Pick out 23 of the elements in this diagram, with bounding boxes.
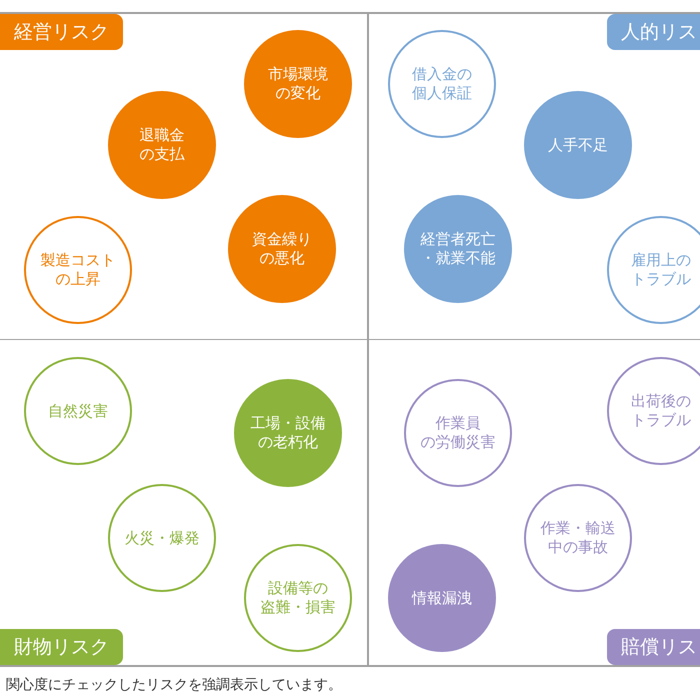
quadrant-panel — [0, 12, 369, 340]
risk-circle: 市場環境の変化 — [244, 30, 352, 138]
category-tab: 財物リスク — [0, 629, 123, 665]
caption: 関心度にチェックしたリスクを強調表示しています。 — [6, 676, 342, 694]
risk-circle: 設備等の盗難・損害 — [244, 544, 352, 652]
category-tab: 経営リスク — [0, 14, 123, 50]
risk-circle: 情報漏洩 — [388, 544, 496, 652]
risk-circle: 作業員の労働災害 — [404, 379, 512, 487]
risk-circle: 自然災害 — [24, 357, 132, 465]
risk-circle: 火災・爆発 — [108, 484, 216, 592]
risk-circle: 資金繰りの悪化 — [228, 195, 336, 303]
category-tab: 賠償リス — [607, 629, 700, 665]
risk-circle: 経営者死亡・就業不能 — [404, 195, 512, 303]
risk-circle: 借入金の個人保証 — [388, 30, 496, 138]
risk-circle: 作業・輸送中の事故 — [524, 484, 632, 592]
risk-circle: 雇用上のトラブル — [607, 216, 700, 324]
risk-circle: 製造コストの上昇 — [24, 216, 132, 324]
quadrant-panel — [0, 339, 369, 667]
category-tab: 人的リス — [607, 14, 700, 50]
risk-circle: 出荷後のトラブル — [607, 357, 700, 465]
risk-circle: 退職金の支払 — [108, 91, 216, 199]
risk-circle: 人手不足 — [524, 91, 632, 199]
risk-circle: 工場・設備の老朽化 — [234, 379, 342, 487]
